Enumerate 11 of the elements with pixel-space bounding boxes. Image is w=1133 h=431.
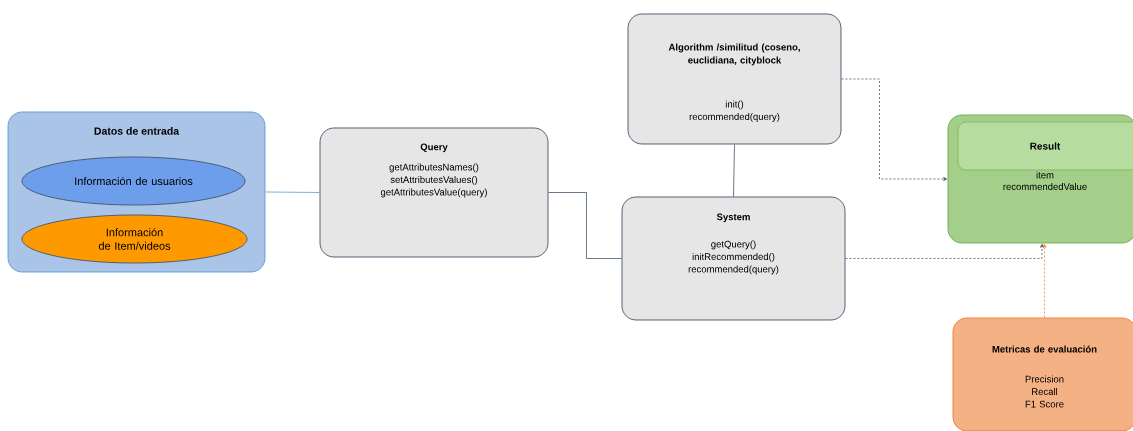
connector	[548, 192, 622, 259]
connector	[265, 191, 320, 193]
connector	[841, 78, 948, 181]
connector	[733, 144, 735, 197]
class-box: System getQuery() initRecommended() recommended(query)	[621, 196, 846, 321]
class-box: Query getAttributesNames() setAttributesValues() getAttributesValue(query)	[319, 127, 549, 258]
metrics-box: Metricas de evaluación Precision Recall F1 Score	[952, 317, 1133, 431]
connector	[1042, 243, 1047, 318]
connector	[845, 243, 1044, 259]
result-box: Result item recommendedValue	[947, 114, 1133, 244]
class-box: Algorithm /similitud (coseno, euclidiana, cityblock init() recommended(query)	[627, 13, 842, 145]
